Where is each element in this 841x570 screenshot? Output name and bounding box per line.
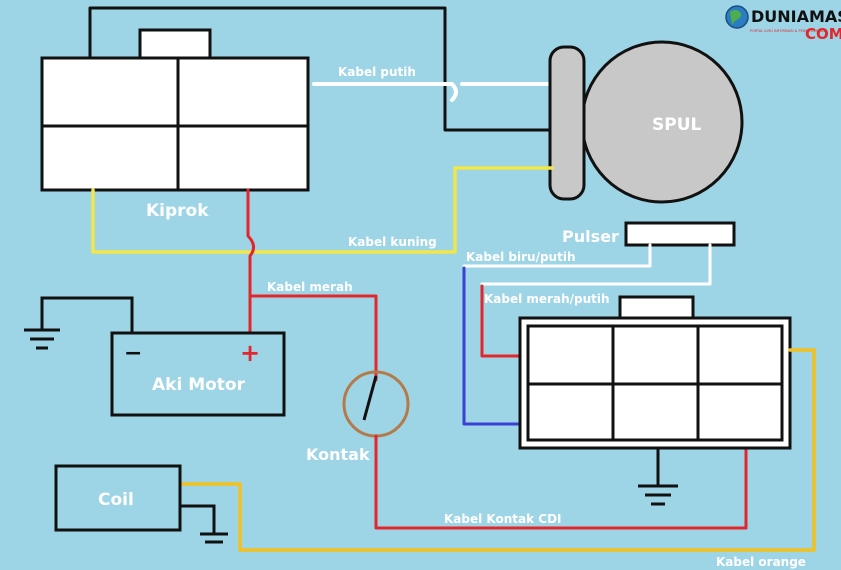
ground-aki [24, 296, 134, 350]
ground-cdi [638, 448, 678, 506]
red-wire-merah-putih [480, 284, 524, 358]
coil [54, 464, 182, 532]
kiprok-top-tab [138, 28, 212, 60]
yellow-wire [91, 166, 554, 254]
aki-plus: + [240, 339, 260, 367]
logo-text-bottom: COM [805, 25, 841, 43]
duniamasa-logo: DUNIAMASA COM PORTAL ILMU INFORMASI & PE… [725, 5, 841, 43]
red-wire-kiprok-aki [246, 188, 255, 334]
ground-coil [180, 504, 228, 544]
blue-wire [462, 266, 524, 426]
pulser [624, 221, 736, 247]
aki-minus: − [124, 341, 142, 366]
label-kabel-putih: Kabel putih [338, 65, 416, 79]
white-wire [312, 82, 554, 102]
spul-label: SPUL [652, 115, 702, 135]
coil-label: Coil [98, 490, 134, 510]
kiprok [40, 28, 310, 192]
orange-wire [178, 348, 816, 552]
red-wire-kabel-merah [248, 294, 378, 382]
pulser-label: Pulser [562, 227, 619, 246]
label-kabel-biru-putih: Kabel biru/putih [466, 250, 576, 264]
aki-label: Aki Motor [152, 375, 246, 395]
label-kabel-merah: Kabel merah [267, 280, 353, 294]
spul-flange [548, 45, 586, 201]
label-kabel-kuning: Kabel kuning [348, 235, 437, 249]
cdi-label: CDI [642, 349, 675, 369]
spul [548, 40, 744, 204]
aki-motor [110, 331, 286, 417]
red-wire-kontak-cdi [374, 434, 748, 530]
cdi-top-tab [618, 295, 695, 321]
white-wire-pulser-b [480, 243, 712, 286]
label-kabel-kontak-cdi: Kabel Kontak CDI [444, 512, 562, 526]
label-kabel-merah-putih: Kabel merah/putih [484, 292, 610, 306]
white-wire-pulser-a [462, 243, 652, 268]
cdi [518, 295, 792, 450]
kontak-switch [362, 375, 378, 421]
black-wire-kiprok-spul [88, 6, 554, 132]
logo-text-top: DUNIAMASA [751, 7, 841, 26]
kiprok-body [40, 56, 310, 192]
logo-tagline: PORTAL ILMU INFORMASI & PENGETAHUAN [750, 29, 825, 33]
label-kabel-orange: Kabel orange [716, 555, 806, 569]
kontak-label: Kontak [306, 445, 370, 464]
kiprok-label: Kiprok [146, 201, 209, 221]
kontak [342, 370, 410, 438]
